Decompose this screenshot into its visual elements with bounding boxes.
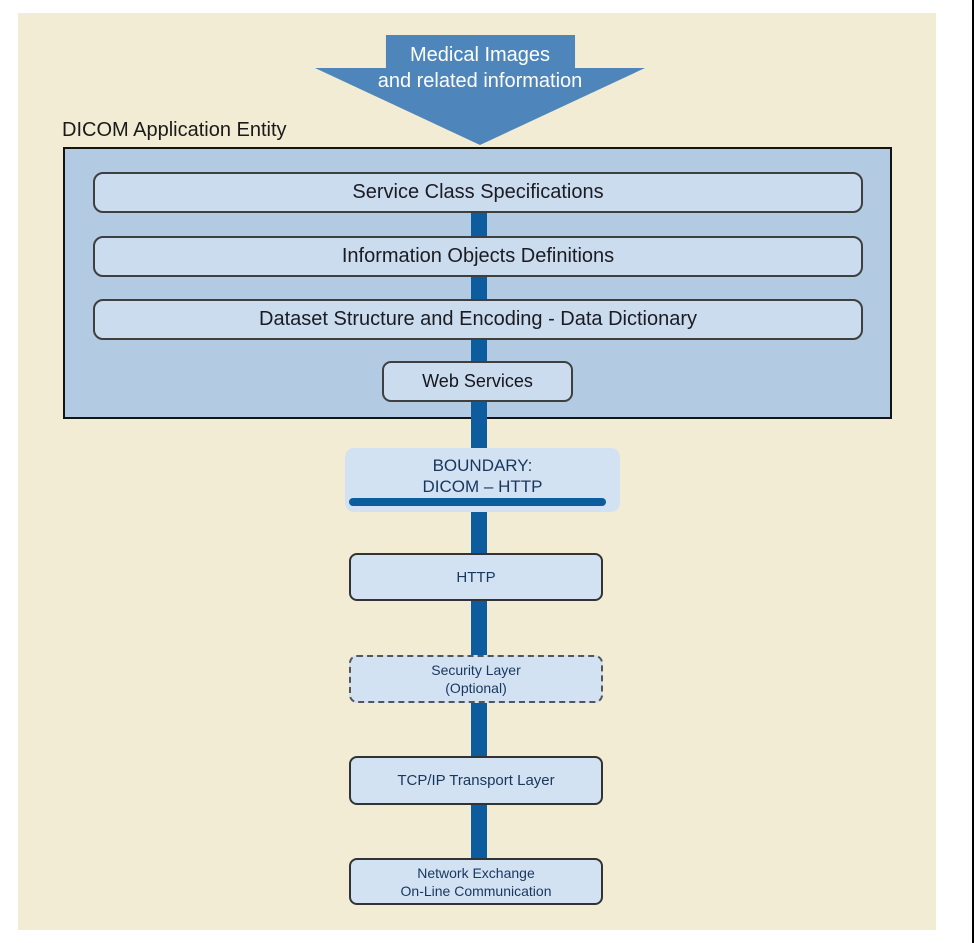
web-services-box: Web Services (382, 361, 573, 402)
arrow-label-line2: and related information (377, 70, 583, 92)
http-box: HTTP (349, 553, 603, 601)
dicom-application-entity-label: DICOM Application Entity (62, 119, 287, 141)
service-class-specifications-box: Service Class Specifications (93, 172, 863, 213)
page-border-line (972, 0, 974, 943)
information-objects-definitions-box: Information Objects Definitions (93, 236, 863, 277)
boundary-label-line2: DICOM – HTTP (422, 477, 543, 496)
tcp-ip-transport-layer-box: TCP/IP Transport Layer (349, 756, 603, 805)
security-layer-line1: Security Layer (431, 662, 521, 678)
dataset-structure-encoding-box: Dataset Structure and Encoding - Data Di… (93, 299, 863, 340)
network-exchange-line1: Network Exchange (417, 864, 535, 881)
boundary-label-line1: BOUNDARY: (432, 456, 533, 475)
boundary-divider-bar (349, 498, 606, 506)
boundary-dicom-http-box: BOUNDARY: DICOM – HTTP (345, 448, 620, 512)
security-layer-box: Security Layer (Optional) (349, 655, 603, 703)
network-exchange-box: Network Exchange On-Line Communication (349, 858, 603, 905)
arrow-label: Medical Images and related information (315, 42, 645, 94)
arrow-label-line1: Medical Images (409, 44, 551, 66)
network-exchange-line2: On-Line Communication (400, 882, 552, 899)
security-layer-line2: (Optional) (445, 680, 507, 696)
